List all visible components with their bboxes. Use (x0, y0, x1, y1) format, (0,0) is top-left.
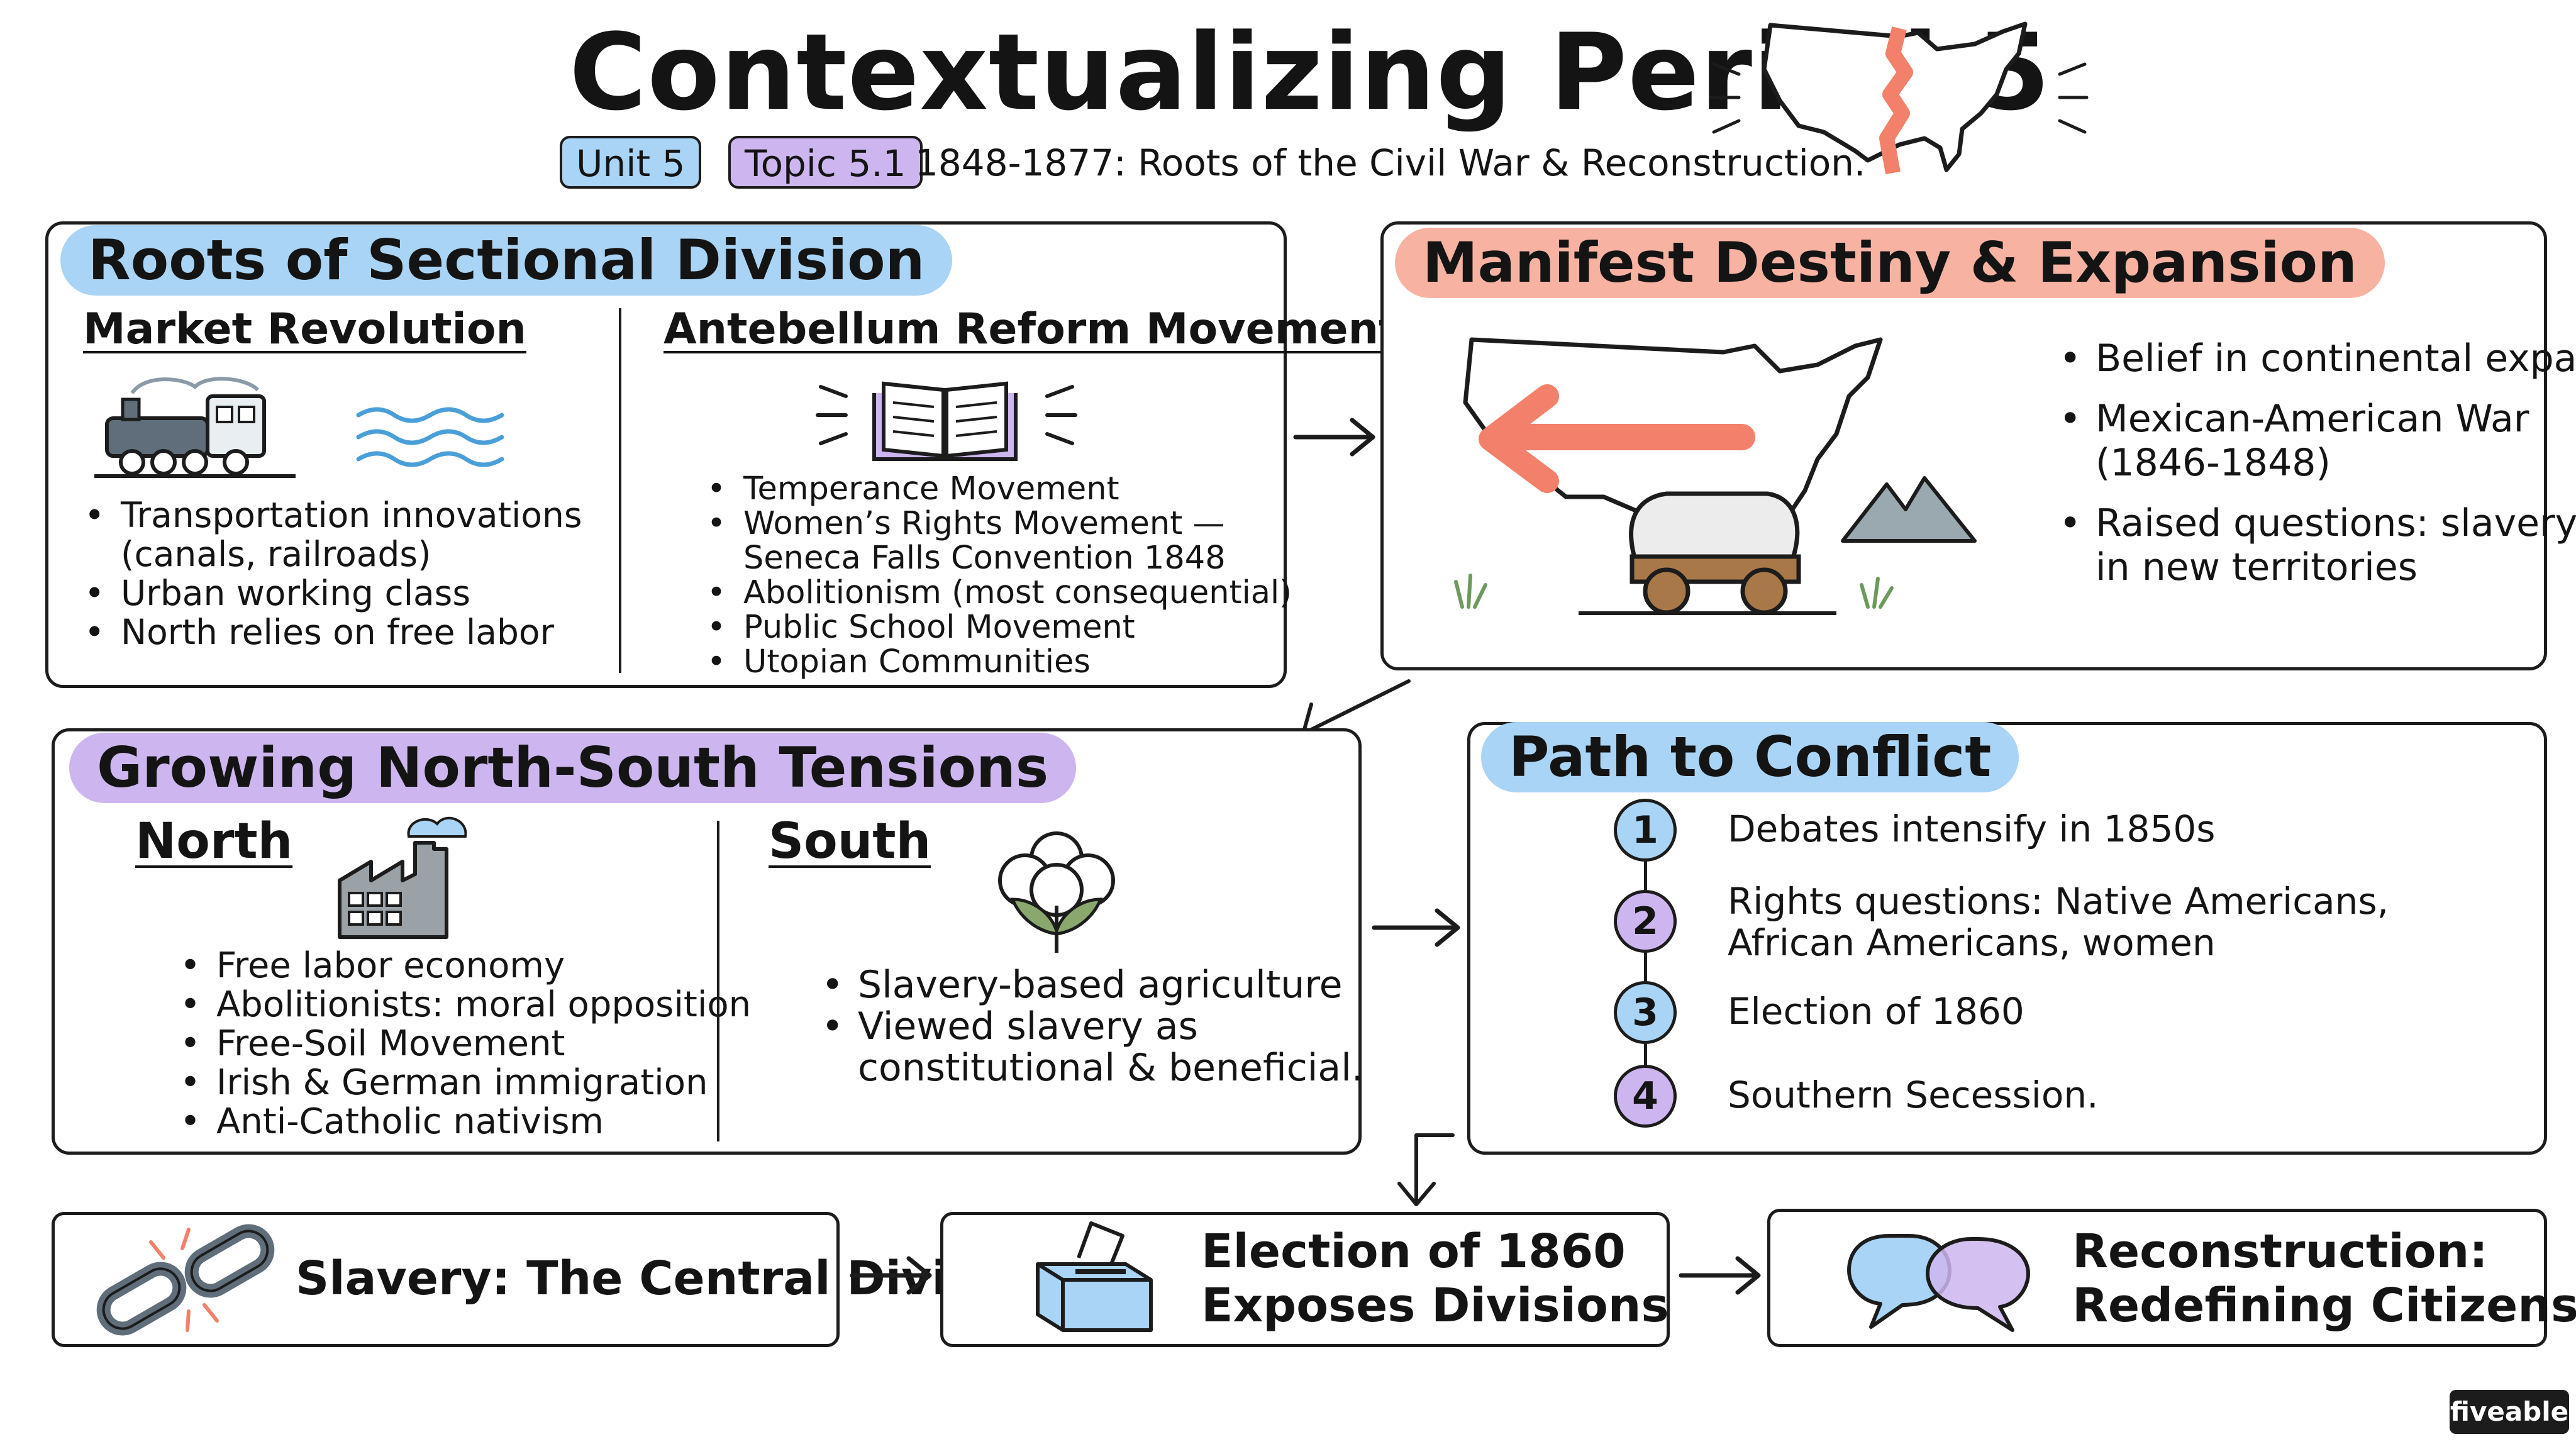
step-number: 3 (1614, 981, 1677, 1044)
list-item: Women’s Rights Movement —Seneca Falls Co… (707, 506, 1292, 575)
list-item: Abolitionism (most consequential) (707, 575, 1292, 610)
market-revolution-list: Transportation innovations(canals, railr… (82, 496, 582, 652)
list-item: Slavery-based agriculture (821, 964, 1363, 1006)
step-number: 4 (1614, 1065, 1677, 1128)
brand-logo: fiveable (2450, 1390, 2569, 1434)
manifest-destiny-title: Manifest Destiny & Expansion (1395, 228, 2385, 298)
list-item: Free-Soil Movement (180, 1024, 751, 1064)
list-item: Abolitionists: moral opposition (180, 985, 751, 1025)
reform-movements-heading: Antebellum Reform Movements (663, 304, 1425, 354)
arrow-down-icon (1397, 1133, 1455, 1206)
factory-icon (338, 816, 467, 939)
arrow-right-icon (1679, 1256, 1761, 1295)
list-item: Belief in continental expansion (2059, 336, 2576, 380)
list-item: Anti-Catholic nativism (180, 1102, 751, 1142)
arrow-right-icon (850, 1256, 932, 1295)
unit-tag: Unit 5 (560, 136, 702, 189)
divided-map-icon (1709, 21, 2089, 175)
cotton-boll-icon (998, 831, 1115, 953)
list-item: Public School Movement (707, 610, 1292, 645)
canal-water-icon (356, 407, 504, 467)
step-text: Rights questions: Native Americans,Afric… (1728, 880, 2389, 964)
list-item: Utopian Communities (707, 645, 1292, 679)
topic-tag: Topic 5.1 (728, 136, 923, 189)
roots-title: Roots of Sectional Division (60, 225, 953, 296)
speech-bubbles-icon (1847, 1234, 2030, 1332)
list-item: North relies on free labor (84, 613, 582, 652)
reconstruction-label: Reconstruction:Redefining Citizenship (2072, 1224, 2576, 1333)
step-number: 1 (1614, 799, 1677, 862)
column-divider (619, 308, 621, 673)
train-icon (94, 377, 296, 478)
column-divider (717, 821, 719, 1141)
page-subtitle: 1848-1877: Roots of the Civil War & Reco… (915, 142, 1866, 184)
open-book-icon (816, 381, 1077, 461)
step-number: 2 (1614, 890, 1677, 953)
reform-movements-list: Temperance Movement Women’s Rights Movem… (704, 472, 1292, 679)
market-revolution-heading: Market Revolution (83, 304, 526, 354)
tensions-title: Growing North-South Tensions (69, 733, 1077, 803)
north-list: Free labor economy Abolitionists: moral … (177, 947, 751, 1142)
slavery-divide-label: Slavery: The Central Divide (296, 1252, 1013, 1306)
list-item: Temperance Movement (707, 472, 1292, 506)
south-list: Slavery-based agriculture Viewed slavery… (819, 964, 1363, 1089)
arrow-right-icon (1293, 418, 1375, 457)
list-item: Urban working class (84, 574, 582, 613)
timeline-line (1644, 830, 1647, 1094)
path-to-conflict-title: Path to Conflict (1481, 722, 2019, 792)
list-item: Free labor economy (180, 947, 751, 986)
list-item: Irish & German immigration (180, 1063, 751, 1103)
list-item: Mexican-American War(1846-1848) (2059, 397, 2576, 485)
step-text: Debates intensify in 1850s (1728, 808, 2216, 850)
broken-chain-icon (96, 1224, 275, 1336)
step-text: Southern Secession. (1728, 1074, 2099, 1116)
manifest-destiny-list: Belief in continental expansion Mexican-… (2057, 336, 2576, 589)
arrow-right-icon (1372, 908, 1460, 947)
ballot-box-icon (1036, 1221, 1153, 1332)
north-heading: North (135, 813, 293, 870)
south-heading: South (769, 813, 931, 870)
expansion-map-icon (1454, 337, 1977, 615)
step-text: Election of 1860 (1728, 990, 2024, 1033)
list-item: Transportation innovations(canals, railr… (84, 496, 582, 574)
